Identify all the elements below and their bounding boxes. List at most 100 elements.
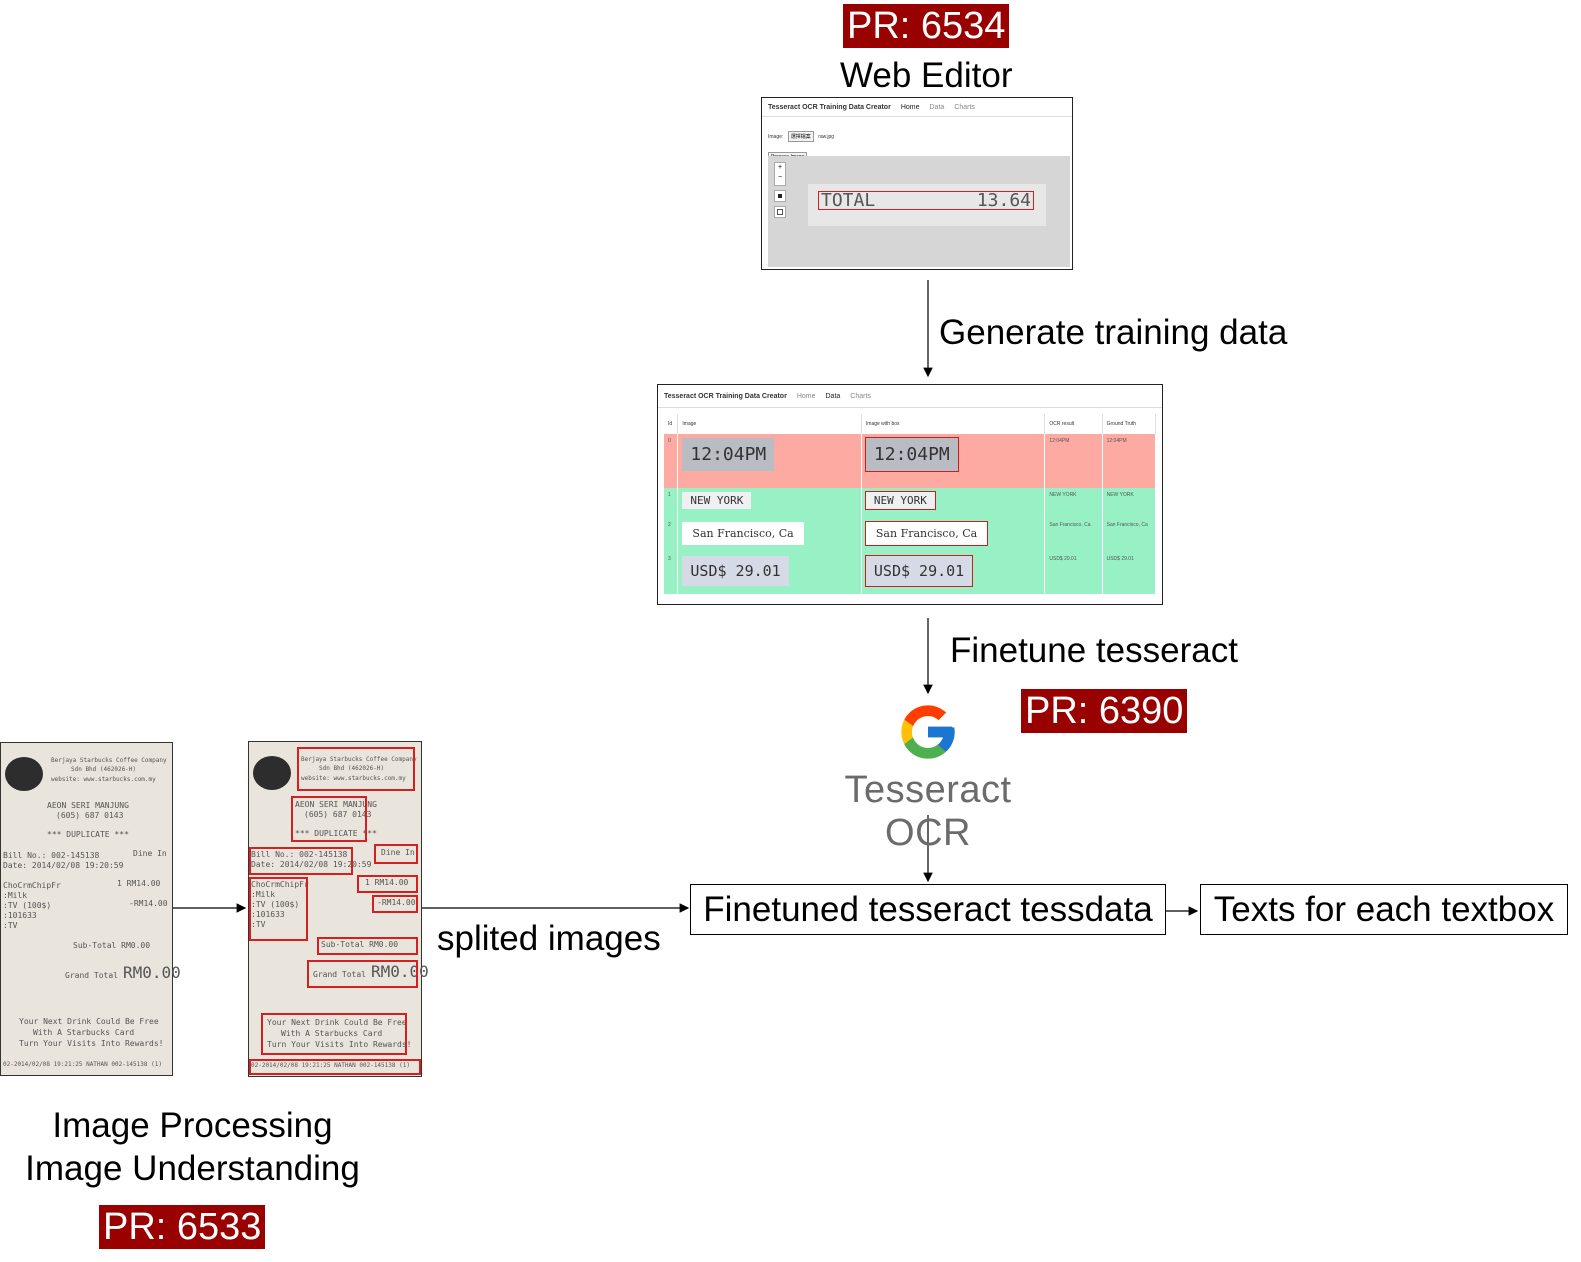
data-app-title: Tesseract OCR Training Data Creator (664, 392, 787, 400)
receipt-line: *** DUPLICATE *** (47, 830, 129, 839)
receipt-line: :Milk (3, 891, 28, 900)
receipt-line: Dine In (381, 848, 415, 857)
row-image: San Francisco, Ca (682, 522, 804, 545)
receipt-line: Grand Total (65, 971, 118, 980)
data-nav-charts[interactable]: Charts (850, 392, 871, 400)
receipt-line: :Milk (251, 890, 276, 899)
receipt-line: website: www.starbucks.com.my (301, 775, 406, 782)
text-region-box (249, 877, 308, 941)
receipt-line: AEON SERI MANJUNG (47, 801, 129, 810)
text-region-box (261, 1013, 407, 1055)
table-row[interactable]: 0 12:04PM 12:04PM 12:04PM 12:04PM (664, 434, 1157, 488)
row-image-with-box: NEW YORK (864, 491, 936, 510)
text-region-box (307, 960, 418, 988)
editor-file-name: raw.jpg (818, 134, 835, 140)
table-row[interactable]: 3 USD$ 29.01 USD$ 29.01 USD$ 29.01 USD$ … (664, 552, 1157, 594)
row-ocr-result: USD$ 29.01 (1044, 552, 1103, 594)
split-receipt-image: Berjaya Starbucks Coffee Company Sdn Bhd… (248, 741, 429, 1077)
editor-nav-data[interactable]: Data (929, 103, 945, 111)
row-ground-truth: NEW YORK (1102, 488, 1157, 518)
texts-output-box: Texts for each textbox (1200, 884, 1568, 935)
data-navbar: Tesseract OCR Training Data Creator Home… (658, 385, 1162, 408)
editor-canvas: + − TOTAL 13.64 (768, 156, 1070, 267)
web-editor-label: Web Editor (840, 56, 1013, 95)
draw-rect-tool-icon[interactable] (774, 190, 786, 202)
editor-file-button[interactable]: 選擇檔案 (787, 131, 814, 142)
text-region-box (317, 937, 418, 955)
receipt-line: Sdn Bhd (462026-H) (71, 766, 137, 773)
editor-sample-right: 13.64 (976, 190, 1031, 211)
row-ground-truth: USD$ 29.01 (1102, 552, 1157, 594)
header-image: Image (677, 414, 862, 434)
edit-tool-icon[interactable] (774, 206, 786, 218)
finetune-tesseract-label: Finetune tesseract (950, 631, 1238, 670)
receipt-line: Date: 2014/02/08 19:20:59 (3, 861, 124, 870)
row-image-with-box: USD$ 29.01 (864, 555, 974, 587)
receipt-line: Grand Total (313, 970, 366, 979)
receipt-line: Your Next Drink Could Be Free (267, 1018, 407, 1027)
receipt-line: RM0.00 (371, 962, 429, 981)
receipt-line: (605) 687 0143 (304, 810, 372, 819)
receipt-line: Dine In (133, 849, 167, 858)
editor-sample-image: TOTAL 13.64 (808, 184, 1046, 226)
starbucks-logo-icon (253, 756, 291, 790)
text-region-box (372, 895, 418, 913)
receipt-line: :101633 (251, 910, 285, 919)
editor-nav-charts[interactable]: Charts (954, 103, 975, 111)
zoom-control[interactable]: + − (774, 162, 786, 186)
row-id: 3 (664, 552, 679, 594)
training-data-table: Id Image Image with box OCR result Groun… (664, 414, 1157, 594)
row-id: 0 (664, 434, 679, 488)
image-understanding-label: Image Understanding (25, 1149, 360, 1188)
table-row[interactable]: 1 NEW YORK NEW YORK NEW YORK NEW YORK (664, 488, 1157, 518)
receipt-line: With A Starbucks Card (281, 1029, 383, 1038)
editor-nav-home[interactable]: Home (900, 103, 920, 111)
row-ocr-result: San Francisco, Ca (1044, 518, 1103, 552)
header-ground-truth: Ground Truth (1102, 414, 1157, 434)
receipt-line: Turn Your Visits Into Rewards! (267, 1040, 412, 1049)
receipt-line: 02-2014/02/08 19:21:25 NATHAN 002-145138… (3, 1061, 162, 1068)
zoom-in-button[interactable]: + (777, 164, 783, 171)
receipt-line: :101633 (3, 911, 37, 920)
row-image: 12:04PM (682, 438, 775, 471)
generate-training-data-label: Generate training data (939, 313, 1288, 352)
splited-images-label: splited images (437, 919, 661, 958)
receipt-line: Bill No.: 002-145138 (251, 850, 348, 859)
text-region-box (374, 844, 418, 864)
editor-sample-left: TOTAL (821, 190, 876, 211)
receipt-line: Bill No.: 002-145138 (3, 851, 100, 860)
editor-upload-row: Image: 選擇檔案 raw.jpg (762, 117, 1072, 145)
text-region-box (249, 847, 353, 875)
editor-navbar: Tesseract OCR Training Data Creator Home… (762, 98, 1072, 117)
starbucks-logo-icon (5, 757, 43, 791)
data-nav-data[interactable]: Data (825, 392, 841, 400)
receipt-line: website: www.starbucks.com.my (51, 776, 156, 783)
table-header-row: Id Image Image with box OCR result Groun… (664, 414, 1157, 434)
row-image: USD$ 29.01 (682, 556, 789, 586)
data-nav-home[interactable]: Home (796, 392, 816, 400)
row-ocr-result: 12:04PM (1044, 434, 1103, 488)
receipt-line: RM0.00 (123, 963, 181, 982)
receipt-line: 1 RM14.00 (365, 878, 409, 887)
header-image-with-box: Image with box (861, 414, 1046, 434)
table-row[interactable]: 2 San Francisco, Ca San Francisco, Ca Sa… (664, 518, 1157, 552)
receipt-line: ChoCrmChipFr (3, 881, 61, 890)
pr-tag-image-processing: PR: 6533 (99, 1205, 266, 1249)
receipt-line: :TV (251, 920, 266, 929)
original-receipt-image: Berjaya Starbucks Coffee Company Sdn Bhd… (0, 742, 181, 1076)
header-id: Id (664, 414, 679, 434)
finetuned-tessdata-box: Finetuned tesseract tessdata (690, 884, 1166, 935)
receipt-line: *** DUPLICATE *** (295, 829, 377, 838)
editor-app-title: Tesseract OCR Training Data Creator (768, 103, 891, 111)
editor-bbox[interactable]: TOTAL 13.64 (818, 191, 1034, 210)
row-image: NEW YORK (682, 492, 752, 509)
receipt-line: Your Next Drink Could Be Free (19, 1017, 159, 1026)
receipt-line: Date: 2014/02/08 19:20:59 (251, 860, 372, 869)
zoom-out-button[interactable]: − (777, 174, 783, 181)
web-editor-screenshot: Tesseract OCR Training Data Creator Home… (761, 97, 1073, 270)
receipt-line: Sub-Total RM0.00 (73, 941, 151, 950)
text-region-box (357, 875, 418, 893)
receipt-line: -RM14.00 (129, 899, 168, 908)
receipt-line: :TV (3, 921, 18, 930)
text-region-box (291, 796, 367, 842)
